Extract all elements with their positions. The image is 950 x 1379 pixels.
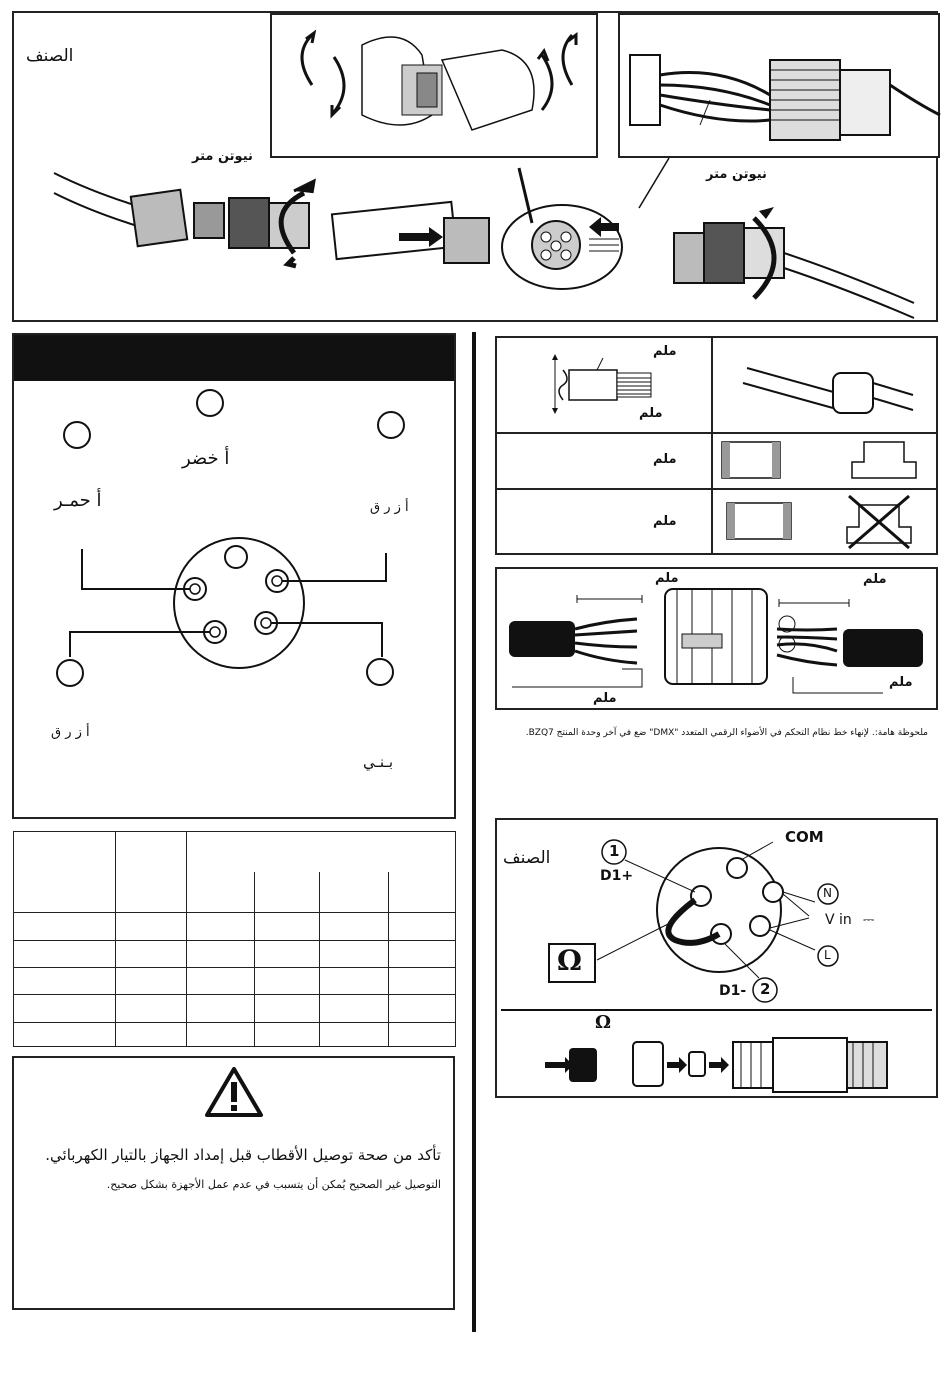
l-terminal-label: L — [824, 948, 831, 962]
wire-mm-right-top: ملم — [863, 572, 887, 587]
twist-inset — [270, 13, 598, 158]
terminator-category-label: الصنف — [503, 848, 551, 868]
wire-mm-left-bottom: ملم — [593, 691, 617, 706]
warning-sub-text: التوصيل غير الصحيح يُمكن أن يتسبب في عدم… — [106, 1178, 441, 1191]
column-divider — [472, 332, 476, 1332]
pin1-number: 1 — [609, 842, 620, 860]
wire-color-blue-bottom: أ ز ر ق — [51, 725, 90, 740]
strip-mm-row2: ملم — [653, 452, 677, 467]
newton-meter-label-right: نيوتن متر — [706, 167, 767, 182]
dc-symbol-icon: ⎓ — [863, 912, 874, 928]
omega-small-symbol: Ω — [595, 1012, 612, 1033]
strip-mm-row3: ملم — [653, 514, 677, 529]
newton-meter-label-left: نيوتن متر — [192, 149, 253, 164]
hands-twisting-illustration — [300, 29, 578, 131]
vin-label: V in — [825, 912, 852, 928]
strip-mm-top: ملم — [653, 344, 677, 359]
wire-color-blue-top: أ ز ر ق — [370, 500, 409, 515]
wire-length-panel: ملم ملم ملم ملم — [495, 567, 938, 710]
strip-illustrations — [552, 354, 917, 550]
connector-closeup-illustration — [629, 54, 941, 141]
com-label: COM — [785, 828, 824, 846]
d1-plus-label: D1+ — [600, 868, 634, 884]
strip-length-table: ملم ملم ملم ملم — [495, 336, 938, 555]
warning-triangle-icon — [205, 1067, 263, 1117]
assembly-panel: الصنف نيوتن متر نيوتن متر — [12, 11, 941, 322]
wire-color-brown: بـنـي — [363, 753, 393, 771]
cable-assembly-illustration — [53, 157, 915, 319]
specification-table — [13, 830, 456, 1048]
wire-length-illustration — [509, 588, 923, 694]
d1-minus-label: D1- — [719, 983, 747, 999]
warning-main-text: تأكد من صحة توصيل الأقطاب قبل إمداد الجه… — [45, 1146, 441, 1164]
wire-mm-right-bottom: ملم — [889, 675, 913, 690]
n-terminal-label: N — [823, 886, 832, 900]
terminator-panel: الصنف COM D1+ D1- V in ⎓ 1 — [495, 818, 938, 1098]
terminator-wiring-diagram — [501, 839, 932, 1093]
wire-color-green: أ خضر — [182, 448, 230, 469]
pin2-number: 2 — [760, 980, 771, 998]
strip-mm-bottom: ملم — [639, 406, 663, 421]
wire-color-red: أ حمـر — [54, 490, 102, 511]
pin-color-panel: أ خضر أ حمـر أ ز ر ق أ ز ر ق بـنـي — [12, 333, 456, 819]
warning-panel: تأكد من صحة توصيل الأقطاب قبل إمداد الجه… — [12, 1056, 455, 1310]
omega-resistor-symbol: Ω — [557, 944, 582, 977]
pin-wiring-diagram — [56, 389, 405, 687]
wire-mm-left-top: ملم — [655, 571, 679, 586]
wires-inset — [618, 13, 941, 158]
category-label: الصنف — [26, 46, 74, 66]
panel-header-bar — [14, 335, 454, 381]
dmx-note: ملحوظة هامة:. لإنهاء خط نظام التحكم في ا… — [525, 728, 928, 738]
